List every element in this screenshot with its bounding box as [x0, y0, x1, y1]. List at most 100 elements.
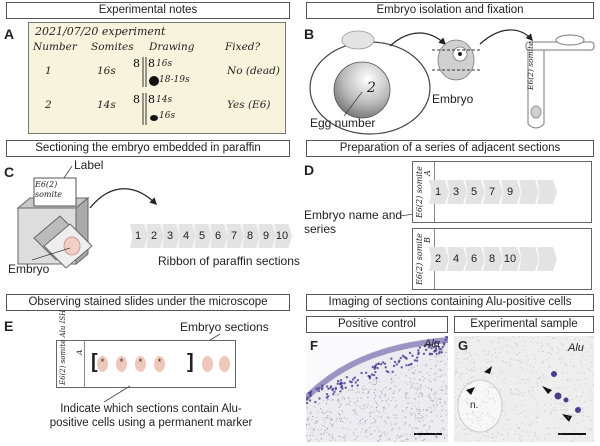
col-somites: Somites	[91, 41, 134, 53]
stained-section: *	[154, 356, 165, 372]
block-label-text: E6(2) somite	[35, 180, 63, 199]
panel-label-c: C	[4, 164, 15, 180]
slide-a-section: 7	[483, 180, 503, 204]
yolk	[333, 61, 391, 119]
f-letter: F	[310, 338, 318, 353]
ribbon-section: 5	[194, 224, 212, 248]
stained-section	[202, 356, 213, 372]
egg-embryo-illustration	[309, 29, 595, 135]
slide-a-section-number: 1	[434, 186, 442, 198]
marker-note: Indicate which sections contain Alu-posi…	[49, 403, 253, 429]
positive-mark: *	[138, 357, 143, 367]
ribbon-section-number: 1	[134, 230, 142, 242]
stained-section: *	[97, 356, 108, 372]
slide-b-section-number: 4	[452, 253, 460, 265]
slide-a-section-number: 9	[506, 186, 514, 198]
micrograph-positive-control: F Alu	[306, 336, 448, 442]
g-letter: G	[458, 338, 469, 353]
slide-b-section-number: 10	[503, 253, 517, 265]
embryo-label-b: Embryo	[432, 92, 474, 106]
stained-section	[219, 356, 230, 372]
ribbon-section-number: 10	[275, 230, 289, 242]
row1-somites: 16s	[97, 65, 116, 77]
ribbon-section: 6	[210, 224, 228, 248]
header-adjacent-sections: Preparation of a series of adjacent sect…	[306, 140, 594, 157]
ribbon-section: 8	[242, 224, 260, 248]
stained-slide: E6(2) somite Alu ISH A [ ] * * * *	[56, 310, 236, 388]
ribbon-section-number: 7	[230, 230, 238, 242]
slide-b-section: 8	[483, 247, 503, 271]
tube-label: E6(2) somite	[526, 41, 535, 90]
stained-section: *	[135, 356, 146, 372]
slide-b-section: 10	[501, 247, 521, 271]
slide-a-section: 1	[429, 180, 449, 204]
bracket-left: [	[91, 351, 98, 373]
g-alu: Alu	[568, 342, 584, 354]
slide-b-section: 6	[465, 247, 485, 271]
row1-drawing-b: 18-19s	[159, 75, 190, 85]
panel-label-a: A	[4, 26, 15, 42]
ribbon-section: 9	[258, 224, 276, 248]
ribbon-section: 7	[226, 224, 244, 248]
row2-drawing-b: 16s	[159, 111, 176, 121]
bracket-right: ]	[187, 351, 194, 373]
ribbon-section-number: 9	[262, 230, 270, 242]
note-pointer	[103, 385, 131, 403]
header-embryo-isolation: Embryo isolation and fixation	[306, 2, 594, 19]
slide-b-section: 2	[429, 247, 449, 271]
slide-a-series: A	[423, 170, 432, 176]
row1-number: 1	[45, 65, 52, 77]
notes-date: 2021/07/20 experiment	[35, 25, 166, 38]
row1-fixed: No (dead)	[227, 65, 280, 77]
svg-text:8: 8	[133, 57, 140, 70]
svg-text:8: 8	[133, 93, 140, 106]
g-notochord: n.	[470, 400, 479, 411]
paraffin-block-illustration	[16, 165, 158, 269]
egg-number-label: Egg number	[310, 116, 376, 130]
positive-mark: *	[157, 357, 162, 367]
panel-label-d: D	[304, 162, 315, 178]
ribbon-section-number: 3	[166, 230, 174, 242]
stained-section: *	[116, 356, 127, 372]
slide-a-section	[537, 180, 557, 204]
embryo-sections-label: Embryo sections	[180, 320, 269, 334]
ribbon-section-number: 8	[246, 230, 254, 242]
row2-somites: 14s	[97, 99, 116, 111]
slide-b-section-number: 2	[434, 253, 442, 265]
row2-drawing-a: 14s	[156, 95, 173, 105]
slide-a-section-number: 7	[488, 186, 496, 198]
embryo-name-label: Embryo name and series	[304, 208, 403, 236]
block-label	[33, 177, 77, 207]
micrograph-experimental: G Alu n.	[454, 336, 594, 442]
header-experimental-notes: Experimental notes	[6, 2, 290, 19]
subheader-positive-control: Positive control	[306, 316, 448, 333]
positive-mark: *	[100, 357, 105, 367]
header-microscope: Observing stained slides under the micro…	[6, 294, 290, 311]
ribbon-section-number: 2	[150, 230, 158, 242]
panel-label-e: E	[4, 318, 14, 334]
ribbon-section-number: 5	[198, 230, 206, 242]
panel-label-b: B	[304, 26, 315, 42]
svg-text:8: 8	[148, 93, 155, 106]
slide-b-section: 4	[447, 247, 467, 271]
stained-slide-text: E6(2) somite Alu ISH	[59, 309, 67, 385]
slide-a-section: 9	[501, 180, 521, 204]
label-caption: Label	[74, 158, 104, 172]
subheader-experimental: Experimental sample	[454, 316, 594, 333]
ribbon-caption: Ribbon of paraffin sections	[158, 254, 300, 268]
row1-drawing: 8 8	[133, 57, 159, 87]
embryo-label-c: Embryo	[8, 262, 50, 276]
svg-text:8: 8	[148, 57, 155, 70]
slide-a-section-number: 5	[470, 186, 478, 198]
notebook-page: 2021/07/20 experiment Number Somites Dra…	[28, 22, 286, 134]
stained-slide-series: A	[75, 349, 84, 355]
slide-b-section-number: 6	[470, 253, 478, 265]
row2-number: 2	[45, 99, 52, 111]
ribbon-section-number: 4	[182, 230, 190, 242]
slide-b-section	[519, 247, 539, 271]
col-number: Number	[33, 41, 77, 53]
ribbon-section-number: 6	[214, 230, 222, 242]
egg-number-value: 2	[367, 80, 376, 96]
